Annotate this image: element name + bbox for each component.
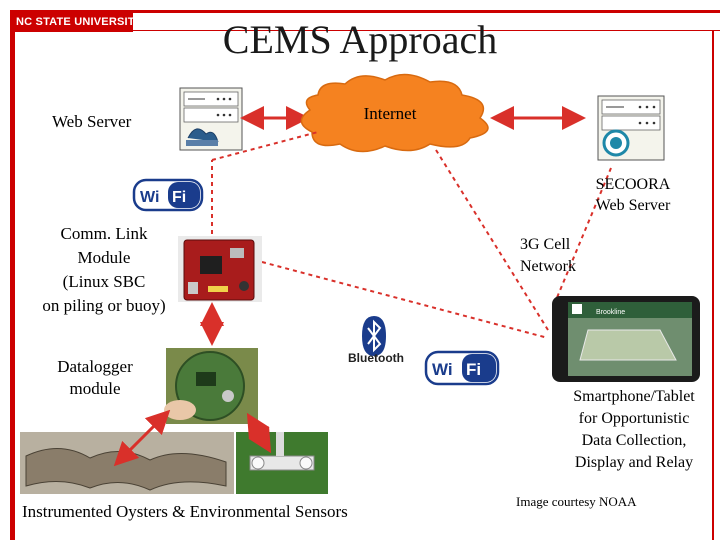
wifi-right-wi: Wi (432, 360, 453, 379)
sensors-label: Instrumented Oysters & Environmental Sen… (22, 502, 348, 521)
web-server-label: Web Server (52, 112, 132, 131)
secoora-server-icon (597, 95, 665, 161)
slide-title: CEMS Approach (222, 17, 498, 62)
smartphone-image: Brookline (552, 296, 700, 382)
link-datalogger-oysters (113, 409, 171, 467)
cell-network-label: 3G Cell Network (520, 236, 576, 275)
link-comm-phone (261, 261, 549, 339)
comm-board-image (178, 236, 262, 302)
secoora-label: SECOORA Web Server (595, 176, 671, 214)
sensor-image (236, 432, 328, 494)
datalogger-label: Datalogger module (57, 357, 133, 398)
link-datalogger-sensors (246, 412, 272, 454)
image-credit: Image courtesy NOAA (516, 494, 637, 509)
cloud-icon (300, 73, 489, 153)
wifi-left-fi: Fi (172, 189, 186, 206)
wifi-icon: Wi Fi (424, 350, 500, 386)
web-server-icon (179, 87, 243, 151)
university-logo: NC STATE UNIVERSITY (16, 16, 143, 28)
phone-street-label: Brookline (596, 309, 625, 316)
bluetooth-icon: Bluetooth (348, 316, 404, 365)
comm-link-label: Comm. Link Module (Linux SBC on piling o… (42, 224, 166, 315)
oysters-image (20, 432, 234, 494)
wifi-right-fi: Fi (466, 360, 481, 379)
bluetooth-text: Bluetooth (348, 351, 404, 365)
internet-label: Internet (363, 104, 417, 123)
wifi-left-wi: Wi (140, 189, 159, 206)
link-internet-cell (435, 149, 549, 331)
smartphone-label: Smartphone/Tablet for Opportunistic Data… (573, 388, 695, 471)
wifi-icon: Wi Fi (132, 178, 204, 212)
datalogger-image (164, 348, 258, 424)
